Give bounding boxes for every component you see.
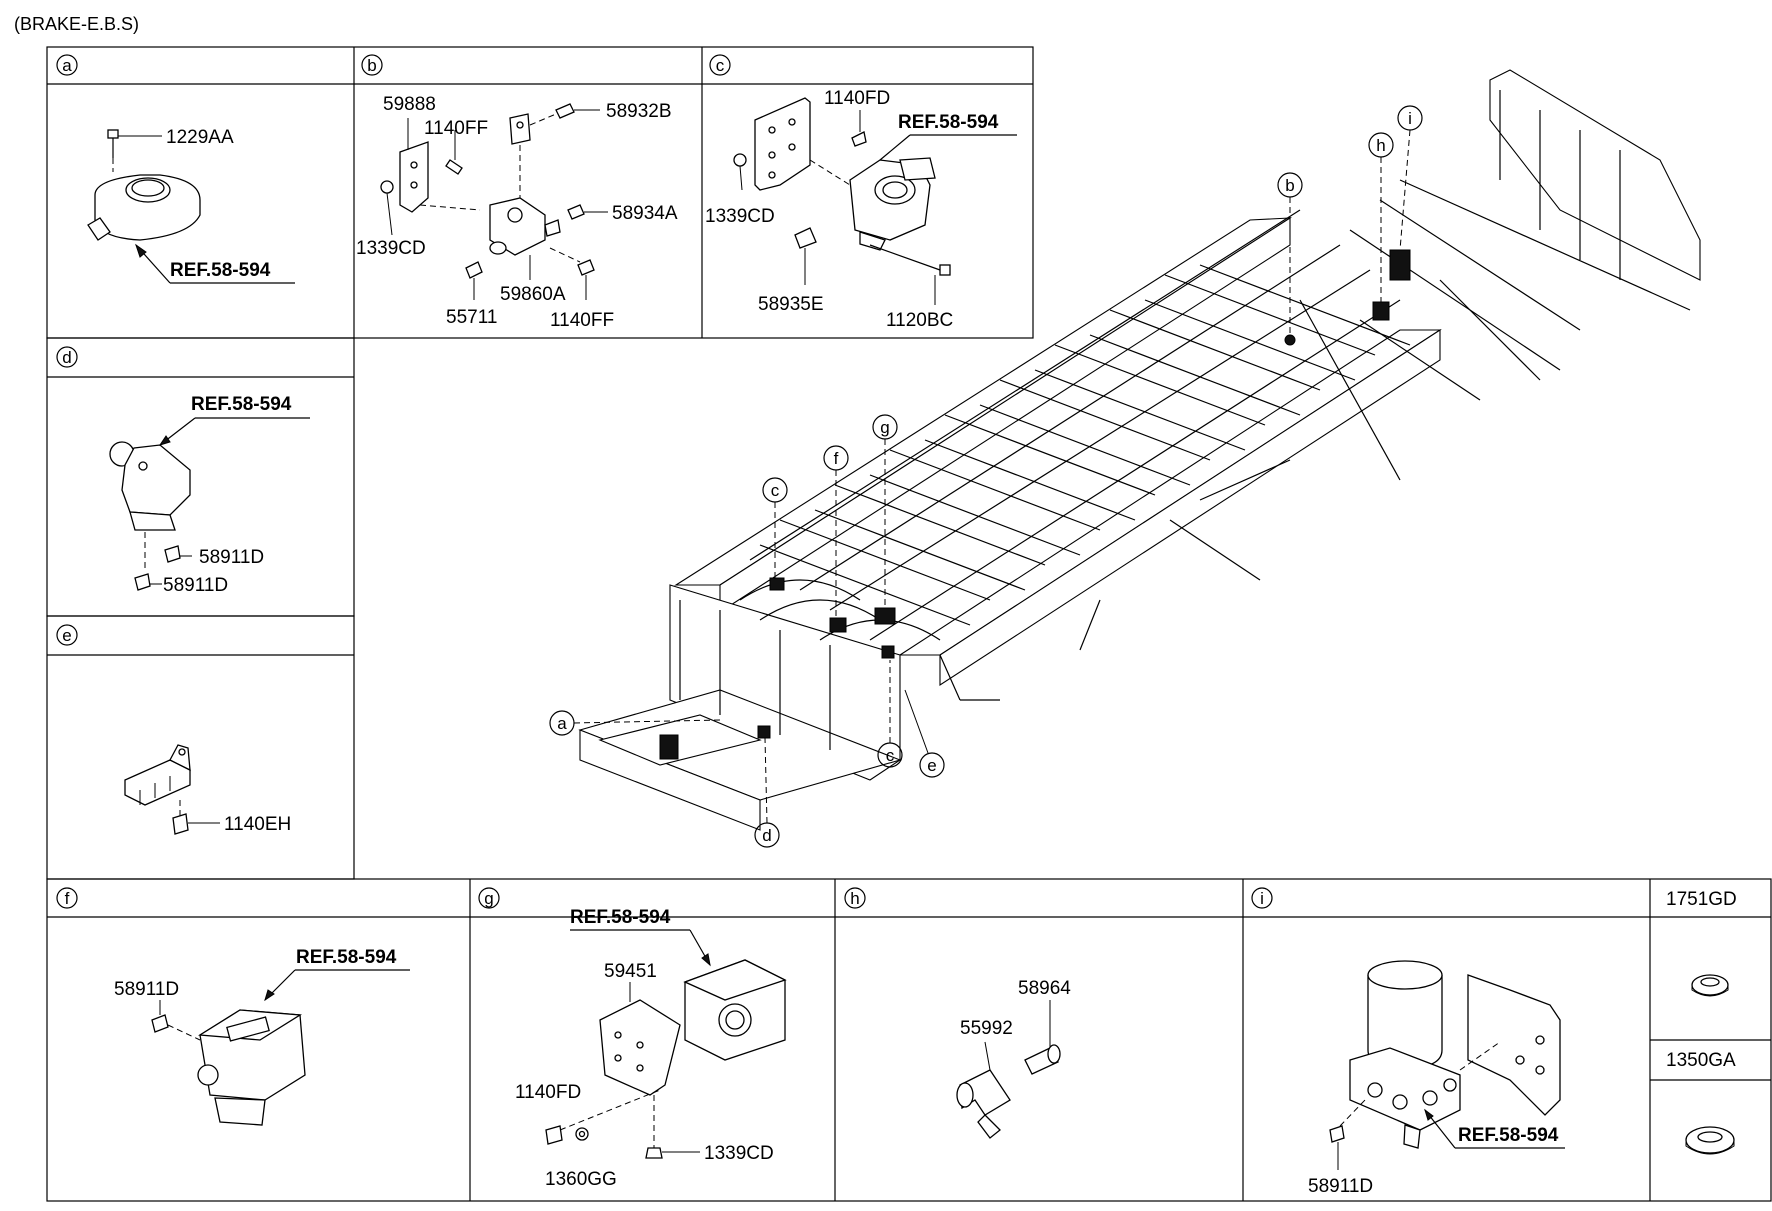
svg-text:a: a <box>62 56 72 75</box>
panel-f-letter: f <box>56 887 78 909</box>
grommet-1751GD-icon <box>1691 974 1729 997</box>
callout-i: i <box>1397 105 1423 251</box>
part-58911D-i: 58911D <box>1308 1176 1373 1197</box>
svg-text:f: f <box>834 449 839 468</box>
callout-e: e <box>904 689 945 778</box>
ref-label-d: REF.58-594 <box>191 394 292 415</box>
panel-h-fitting <box>956 1000 1061 1139</box>
panel-grid <box>46 46 1772 1202</box>
panel-i-letter: i <box>1251 887 1273 909</box>
panel-c-valve <box>733 97 1017 305</box>
panel-e-connector <box>124 744 220 835</box>
panel-letters: a b c d e f g h i <box>56 54 1273 909</box>
svg-text:i: i <box>1408 109 1412 128</box>
panel-i-dryer <box>1329 960 1565 1170</box>
callout-c1: c <box>762 477 788 578</box>
ref-label-i: REF.58-594 <box>1458 1125 1559 1146</box>
panel-h-letter: h <box>844 887 866 909</box>
part-59860A: 59860A <box>500 284 566 305</box>
panel-d-letter: d <box>56 346 78 368</box>
part-1751GD: 1751GD <box>1666 889 1737 910</box>
part-59451: 59451 <box>604 961 657 982</box>
part-58934A: 58934A <box>612 203 678 224</box>
part-58932B: 58932B <box>606 101 672 122</box>
panel-a-letter: a <box>56 54 78 76</box>
part-1140EH: 1140EH <box>224 814 291 835</box>
callout-h: h <box>1368 132 1394 302</box>
svg-text:c: c <box>771 481 780 500</box>
washer-1350GA-icon <box>1685 1126 1735 1155</box>
part-58935E: 58935E <box>758 294 824 315</box>
callout-a: a <box>549 710 721 736</box>
panel-b-letter: b <box>361 54 383 76</box>
ref-label-g: REF.58-594 <box>570 907 671 928</box>
svg-text:a: a <box>557 714 567 733</box>
svg-text:b: b <box>367 56 376 75</box>
svg-text:d: d <box>762 826 771 845</box>
callout-d: d <box>754 737 780 848</box>
svg-text:c: c <box>886 746 895 765</box>
part-58911D-f: 58911D <box>114 979 179 1000</box>
svg-text:e: e <box>62 626 71 645</box>
svg-text:h: h <box>850 889 859 908</box>
callout-f: f <box>823 445 849 618</box>
part-55992: 55992 <box>960 1018 1013 1039</box>
svg-text:g: g <box>880 418 889 437</box>
part-1339CD-b: 1339CD <box>356 238 426 259</box>
svg-text:i: i <box>1260 889 1264 908</box>
panel-g-ecu <box>545 929 787 1159</box>
top-row-frame <box>46 46 1034 339</box>
panel-d-sensor <box>109 417 310 591</box>
callout-g: g <box>872 414 898 608</box>
panel-a-sensor <box>87 129 295 284</box>
panel-c-letter: c <box>709 54 731 76</box>
part-58964: 58964 <box>1018 978 1071 999</box>
svg-text:b: b <box>1285 176 1294 195</box>
ref-label-f: REF.58-594 <box>296 947 397 968</box>
truck-chassis-frame <box>578 69 1701 831</box>
svg-text:f: f <box>65 889 70 908</box>
panel-f-modulator <box>151 969 410 1126</box>
part-1339CD-g: 1339CD <box>704 1143 774 1164</box>
chassis-callouts: a b c c d e f <box>549 105 1423 848</box>
part-59888: 59888 <box>383 94 436 115</box>
part-1350GA: 1350GA <box>1666 1050 1736 1071</box>
part-1120BC: 1120BC <box>886 310 953 331</box>
part-1140FF-lower: 1140FF <box>550 310 614 331</box>
svg-text:h: h <box>1376 136 1385 155</box>
callout-c2: c <box>877 660 903 768</box>
svg-text:e: e <box>927 756 936 775</box>
callout-b: b <box>1277 172 1303 335</box>
part-1360GG: 1360GG <box>545 1169 617 1190</box>
part-58911D-d2: 58911D <box>163 575 228 596</box>
part-1339CD-c: 1339CD <box>705 206 775 227</box>
svg-text:g: g <box>484 889 493 908</box>
svg-text:c: c <box>716 56 725 75</box>
part-1140FD-g: 1140FD <box>515 1082 581 1103</box>
part-55711: 55711 <box>446 307 497 328</box>
diagram-title: (BRAKE-E.B.S) <box>14 14 139 34</box>
ref-label-c: REF.58-594 <box>898 112 999 133</box>
part-1140FD-c: 1140FD <box>824 88 890 109</box>
part-1140FF-upper: 1140FF <box>424 118 488 139</box>
panel-g-letter: g <box>478 887 500 909</box>
part-58911D-d1: 58911D <box>199 547 264 568</box>
ref-label-a: REF.58-594 <box>170 260 271 281</box>
svg-text:d: d <box>62 348 71 367</box>
panel-e-letter: e <box>56 624 78 646</box>
part-1229AA: 1229AA <box>166 127 234 148</box>
panel-b-valve <box>380 103 608 300</box>
